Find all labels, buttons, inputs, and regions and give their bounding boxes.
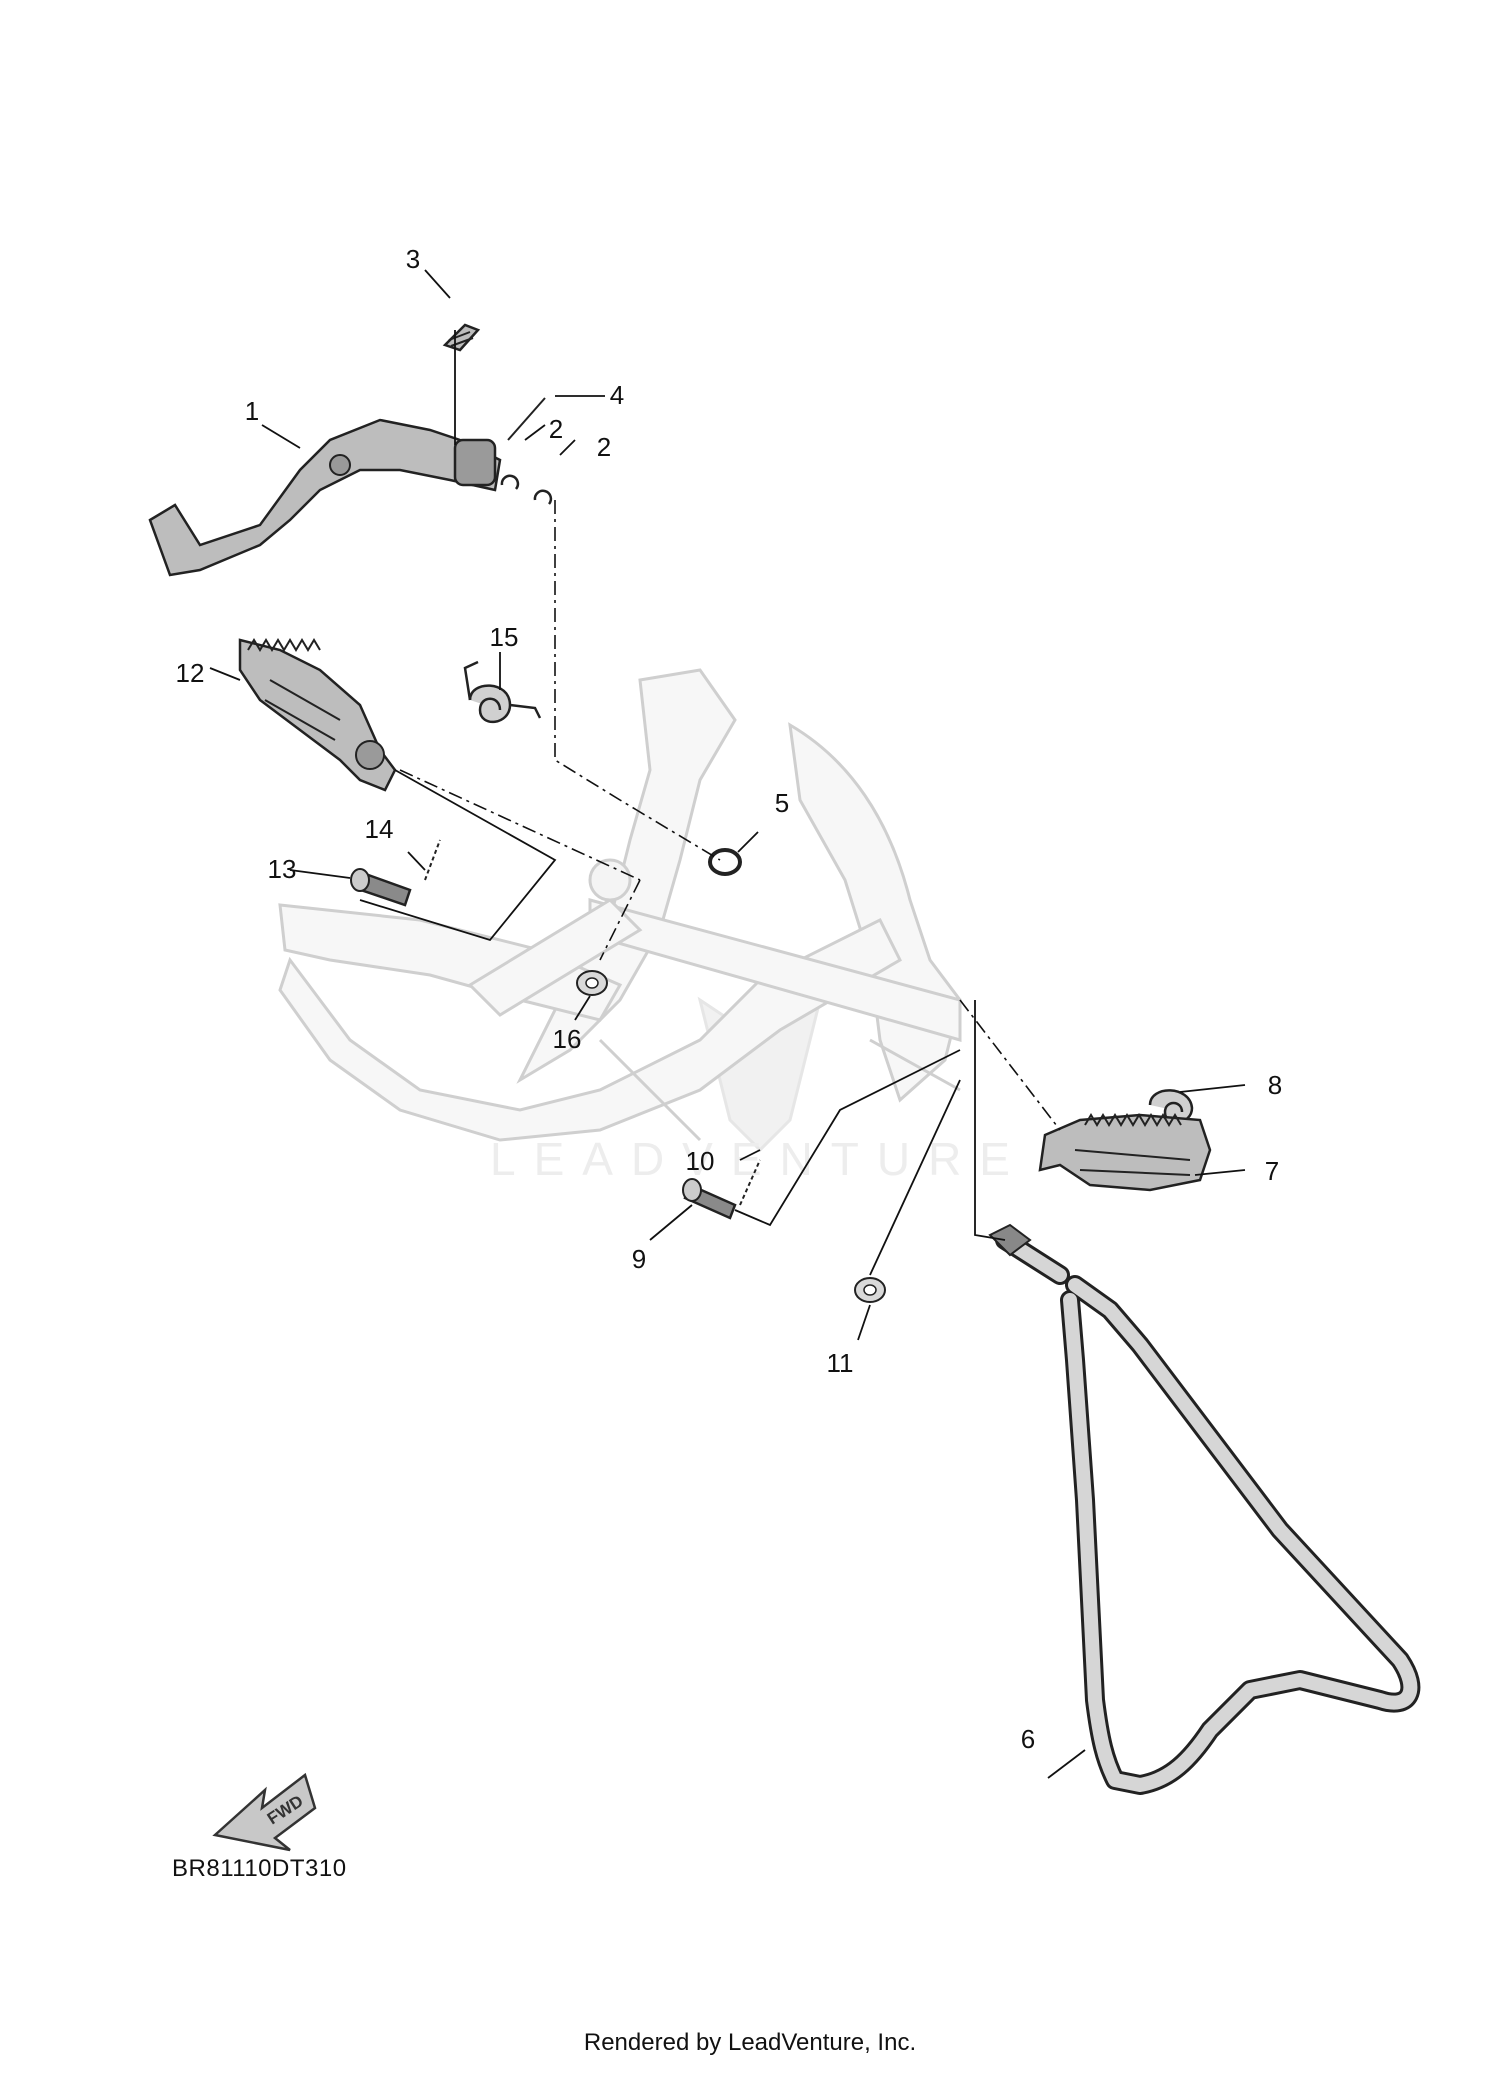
clip-2: [500, 474, 553, 505]
diagram-code: BR81110DT310: [172, 1855, 347, 1882]
o-ring-5: [708, 848, 742, 876]
callout-5: 5: [775, 788, 789, 818]
callout-4: 4: [610, 380, 624, 410]
spring-15: [463, 660, 542, 724]
callout-11: 11: [827, 1348, 854, 1378]
pin-9: [682, 1178, 737, 1220]
callout-16: 16: [553, 1024, 582, 1054]
callout-9: 9: [632, 1244, 646, 1274]
callout-3: 3: [406, 244, 420, 274]
callout-2: 2: [549, 414, 563, 444]
callout-10: 10: [686, 1146, 715, 1176]
forward-arrow-icon: FWD: [212, 1772, 317, 1852]
frame-outline: [278, 668, 962, 1142]
stand: [988, 1223, 1421, 1795]
footrest-right: [1038, 1113, 1212, 1192]
washer-11: [854, 1277, 886, 1303]
callout-15: 15: [490, 622, 519, 652]
watermark-text: LEADVENTURE: [490, 1133, 1028, 1185]
callout-13: 13: [268, 854, 297, 884]
footer-credit: Rendered by LeadVenture, Inc.: [584, 2029, 916, 2056]
callout-7: 7: [1265, 1156, 1279, 1186]
pin-13: [350, 868, 412, 907]
cotter-pin-10: [739, 1159, 761, 1206]
leader-lines: [209, 269, 1246, 1779]
callout-8: 8: [1268, 1070, 1282, 1100]
brake-pedal: [148, 418, 502, 577]
cotter-pin-14: [424, 839, 441, 881]
callout-6: 6: [1021, 1724, 1035, 1754]
callout-1: 1: [245, 396, 259, 426]
pin-4: [507, 397, 546, 441]
callout-2: 2: [597, 432, 611, 462]
footrest-left: [238, 638, 397, 792]
callout-14: 14: [365, 814, 394, 844]
callout-12: 12: [176, 658, 205, 688]
spring-3: [442, 323, 481, 352]
callouts: 1 2 2 3 4 5 6 7 8 9 10 11 12 13 14 15 16: [176, 244, 1283, 1754]
assembly-lines: [399, 500, 1061, 1131]
washer-16: [576, 970, 608, 996]
